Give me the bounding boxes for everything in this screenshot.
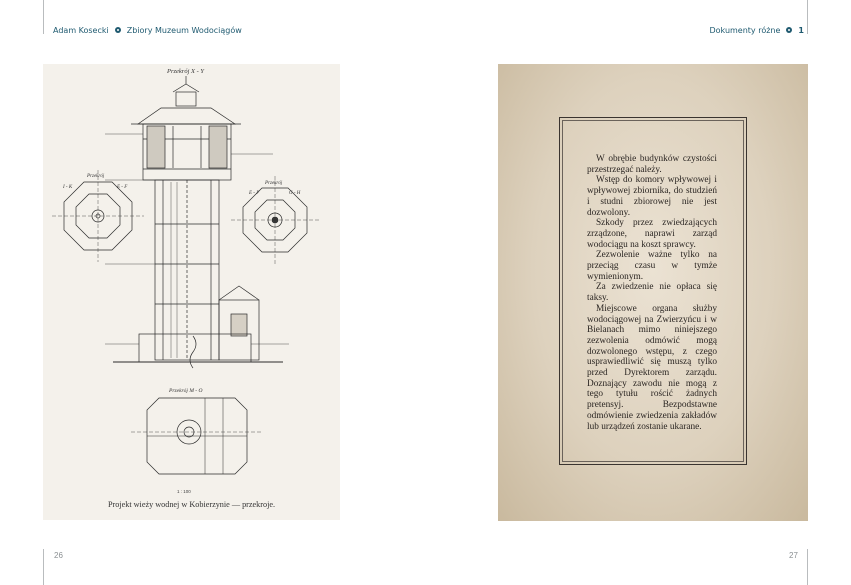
label-left-plan-code2: E - F	[116, 185, 128, 190]
header-section: Dokumenty różne	[709, 26, 781, 35]
regulation-paragraph: Za zwiedzenie nie opłaca się taksy.	[587, 282, 717, 304]
bullet-icon	[114, 27, 121, 33]
label-left-plan-code: I - K	[62, 185, 73, 190]
visitor-regulations-plate: W obrębie budynków czystości przestrzega…	[498, 64, 808, 521]
water-tower-section-drawing: Przekrój X - Y Przekrój I - K E - F Prze…	[52, 68, 319, 494]
drawing-caption: Projekt wieży wodnej w Kobierzynie — prz…	[107, 500, 276, 509]
regulation-paragraph: W obrębie budynków czystości przestrzega…	[587, 154, 717, 175]
crop-mark-top-right	[807, 0, 808, 34]
label-bottom-plan: Przekrój M - O	[168, 388, 202, 394]
water-tower-drawing-plate: Przekrój X - Y Przekrój I - K E - F Prze…	[43, 64, 340, 520]
crop-mark-bottom-right	[807, 549, 808, 585]
label-right-plan-code: E - F	[248, 191, 260, 196]
regulation-paragraph: Szkody przez zwiedzających zrządzone, na…	[587, 218, 717, 250]
header-author: Adam Kosecki	[53, 26, 109, 35]
label-right-plan-code2: G - H	[289, 191, 301, 196]
bullet-icon	[786, 27, 793, 33]
ornamental-frame-inner	[562, 120, 744, 462]
regulations-text: W obrębie budynków czystości przestrzega…	[587, 154, 717, 432]
regulation-paragraph: Wstęp do komory wpływowej i wpływowej zb…	[587, 175, 717, 218]
running-header-right: Dokumenty różne 1	[710, 26, 805, 35]
drawing-scale: 1 : 100	[177, 489, 191, 494]
page-number-left: 26	[54, 551, 63, 560]
crop-mark-top-left	[43, 0, 44, 34]
crop-mark-bottom-left	[43, 549, 44, 585]
label-section-xy: Przekrój X - Y	[166, 68, 205, 75]
label-left-plan-name: Przekrój	[86, 174, 105, 179]
running-header-left: Adam Kosecki Zbiory Muzeum Wodociągów	[53, 26, 242, 35]
page-number-right: 27	[789, 551, 798, 560]
regulation-paragraph: Zezwolenie ważne tylko na przeciąg czasu…	[587, 250, 717, 282]
header-section-number: 1	[798, 26, 804, 35]
label-right-plan-name: Przekrój	[264, 181, 283, 186]
header-series: Zbiory Muzeum Wodociągów	[126, 26, 242, 35]
regulation-paragraph: Miejscowe organa służby wodociągowej na …	[587, 303, 717, 432]
ornamental-frame	[559, 117, 747, 465]
